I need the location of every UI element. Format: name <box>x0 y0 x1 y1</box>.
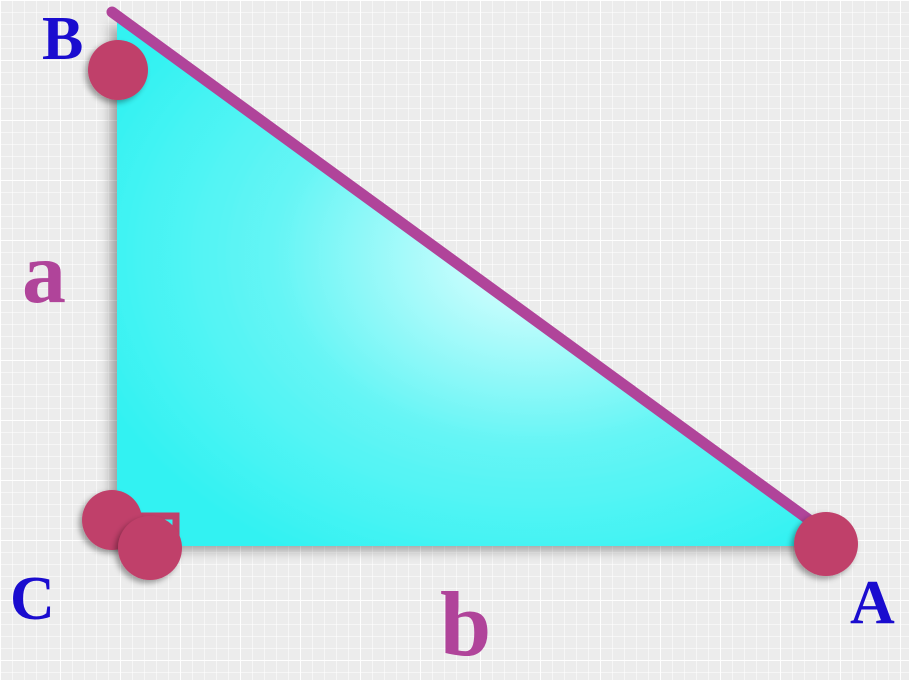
vertex-label-b: B <box>42 5 84 73</box>
side-label-b: b <box>440 573 492 675</box>
vertex-label-c: C <box>10 565 55 633</box>
hypotenuse-edge <box>106 6 851 552</box>
side-label-a: a <box>22 225 66 322</box>
vertex-b-dot <box>88 40 148 100</box>
vertex-c-dot-lower <box>118 516 182 580</box>
vertex-a-dot <box>794 512 858 576</box>
vertex-label-a: A <box>850 569 895 637</box>
